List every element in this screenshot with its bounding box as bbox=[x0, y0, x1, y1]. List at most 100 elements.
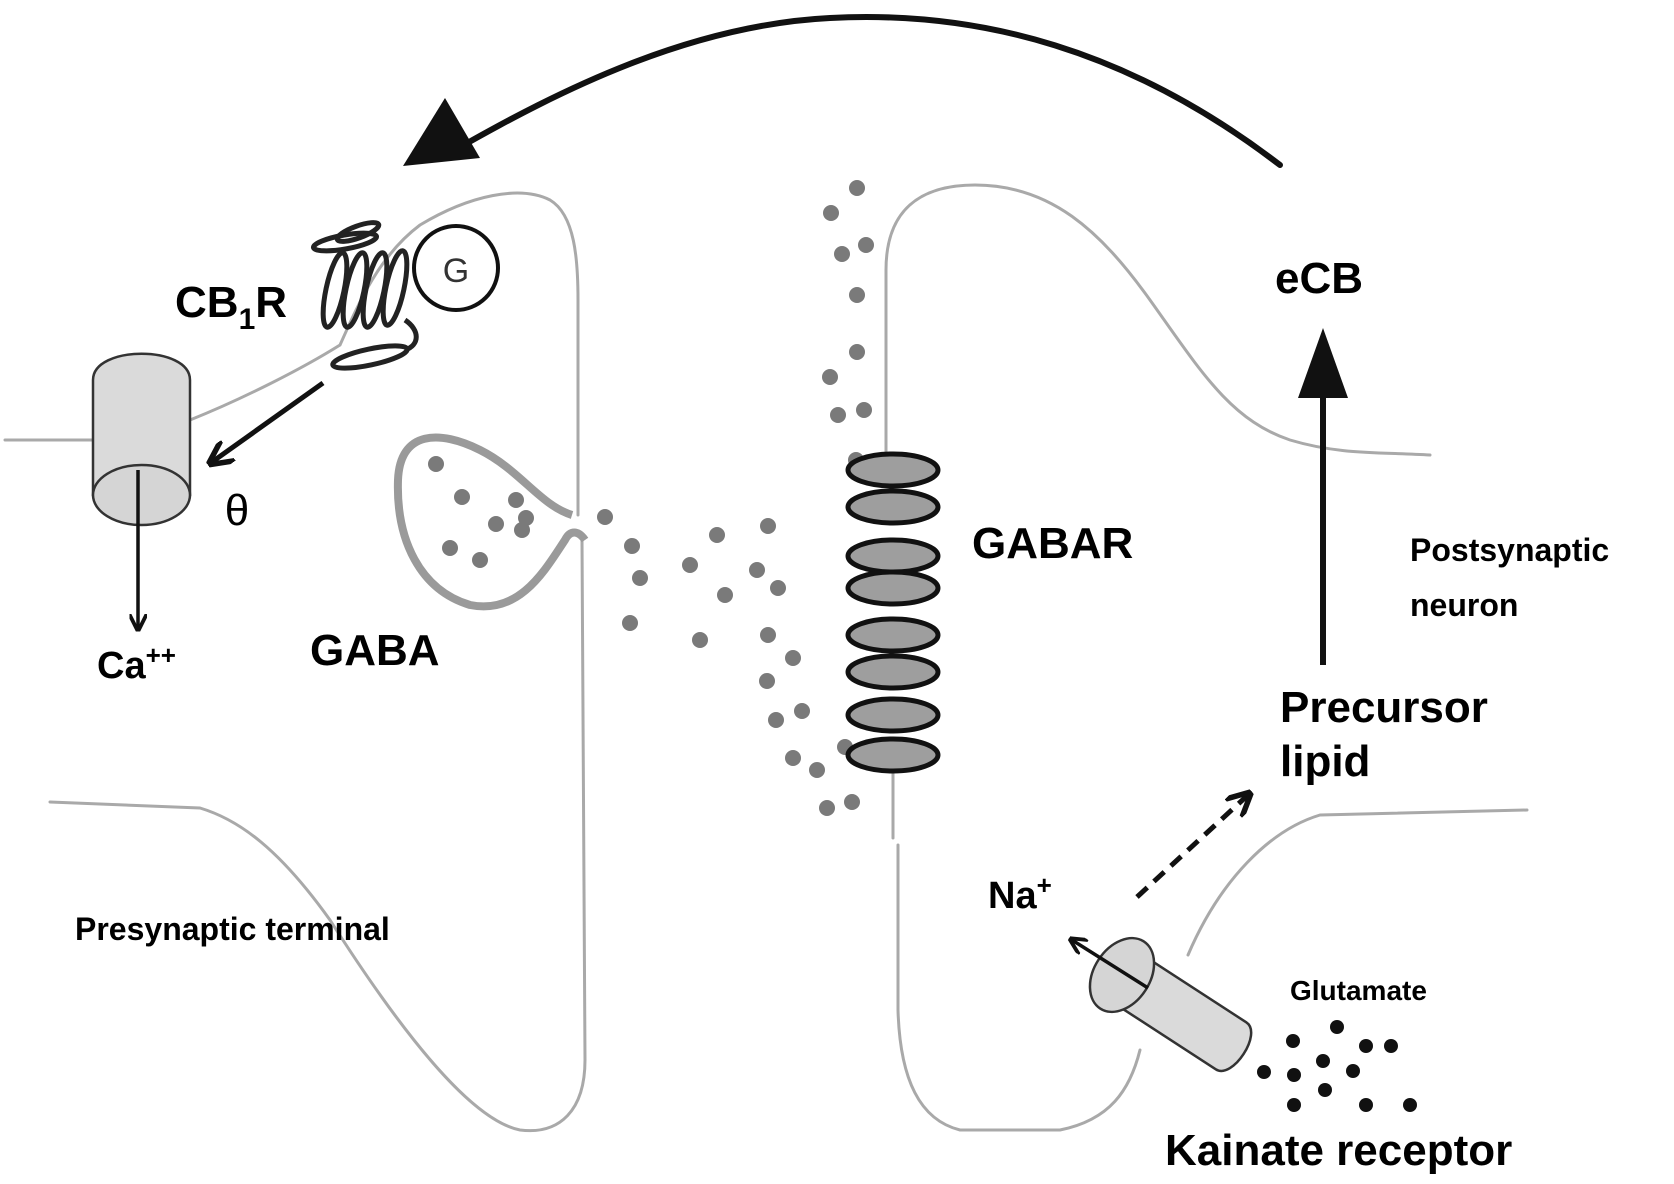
presynaptic-membrane-lower bbox=[48, 538, 587, 1133]
gaba-molecule-cleft bbox=[823, 205, 839, 221]
cb1r-label-tail: R bbox=[255, 278, 287, 327]
g-protein-label: G bbox=[443, 252, 469, 290]
glutamate-molecule bbox=[1346, 1064, 1360, 1078]
gaba-molecule-cleft bbox=[785, 650, 801, 666]
gabar-subunit bbox=[845, 488, 941, 526]
gaba-molecule-cleft bbox=[622, 615, 638, 631]
gaba-molecule-cleft bbox=[794, 703, 810, 719]
gaba-molecule-cleft bbox=[770, 580, 786, 596]
synaptic-vesicle bbox=[393, 433, 589, 611]
gaba-molecule-cleft bbox=[849, 344, 865, 360]
glutamate-molecule bbox=[1316, 1054, 1330, 1068]
gaba-molecule-cleft bbox=[849, 180, 865, 196]
glutamate-molecule bbox=[1359, 1098, 1373, 1112]
glutamate-molecule bbox=[1286, 1034, 1300, 1048]
calcium-channel bbox=[91, 352, 192, 628]
cb1-receptor: G CB1R bbox=[175, 220, 500, 371]
gaba-molecule-cleft bbox=[692, 632, 708, 648]
postsynaptic-label-line1: Postsynaptic bbox=[1410, 532, 1609, 568]
gaba-molecule-cleft bbox=[717, 587, 733, 603]
glutamate-molecule bbox=[1384, 1039, 1398, 1053]
gabar-subunit bbox=[845, 653, 941, 691]
calcium-label-superscript: ++ bbox=[146, 640, 176, 670]
gaba-molecule-cleft bbox=[759, 673, 775, 689]
gaba-molecule-vesicle bbox=[514, 522, 530, 538]
glutamate-label: Glutamate bbox=[1290, 975, 1427, 1006]
cb1r-label: CB1R bbox=[175, 278, 287, 336]
glutamate-molecule bbox=[1287, 1068, 1301, 1082]
precursor-lipid-label-line1: Precursor bbox=[1280, 683, 1488, 732]
gaba-molecule-vesicle bbox=[488, 516, 504, 532]
sodium-label-superscript: + bbox=[1037, 870, 1052, 900]
gaba-molecule-cleft bbox=[849, 287, 865, 303]
presynaptic-membrane-upper bbox=[3, 191, 580, 517]
precursor-lipid-label-line2: lipid bbox=[1280, 737, 1370, 786]
inhibition-symbol: θ bbox=[225, 486, 249, 535]
calcium-label: Ca++ bbox=[97, 640, 176, 687]
gaba-molecule-cleft bbox=[858, 237, 874, 253]
ecb-arrowhead-icon bbox=[1298, 328, 1348, 398]
gaba-molecule-cleft bbox=[760, 627, 776, 643]
gaba-molecule-cleft bbox=[597, 509, 613, 525]
cb1r-label-subscript: 1 bbox=[239, 303, 256, 336]
gabar-subunit bbox=[845, 569, 941, 607]
glutamate-molecule bbox=[1359, 1039, 1373, 1053]
retrograde-arrowhead-icon bbox=[403, 98, 480, 166]
calcium-channel-opening bbox=[91, 463, 192, 527]
gabar-subunit bbox=[845, 537, 941, 575]
gaba-molecule-cleft bbox=[632, 570, 648, 586]
postsynaptic-membrane bbox=[884, 183, 1529, 1132]
gabar-receptor bbox=[845, 451, 941, 774]
gaba-molecule-cleft bbox=[682, 557, 698, 573]
gaba-molecule-cleft bbox=[624, 538, 640, 554]
gaba-molecule-vesicle bbox=[454, 489, 470, 505]
retrograde-arrow-shaft bbox=[452, 14, 1283, 168]
gaba-molecule-cleft bbox=[844, 794, 860, 810]
ecb-release-arrow bbox=[1298, 328, 1348, 665]
gabar-subunit bbox=[845, 616, 941, 654]
g-protein: G bbox=[412, 224, 500, 312]
gaba-molecule-vesicle bbox=[508, 492, 524, 508]
glutamate-molecule bbox=[1287, 1098, 1301, 1112]
gaba-molecule-cleft bbox=[749, 562, 765, 578]
ecb-label: eCB bbox=[1275, 254, 1363, 303]
gaba-molecule-cleft bbox=[830, 407, 846, 423]
postsynaptic-membrane-upper bbox=[884, 183, 1432, 482]
glutamate-molecule bbox=[1257, 1065, 1271, 1079]
sodium-label-main: Na bbox=[988, 875, 1037, 917]
postsynaptic-membrane-lower bbox=[896, 808, 1529, 1132]
calcium-channel-body bbox=[91, 352, 192, 497]
gabar-subunit bbox=[845, 696, 941, 734]
g-protein-icon bbox=[412, 224, 500, 312]
gaba-molecules bbox=[428, 180, 874, 816]
sodium-influx-arrow bbox=[1072, 940, 1149, 990]
gaba-molecule-vesicle bbox=[428, 456, 444, 472]
inhibition-arrow bbox=[212, 380, 325, 462]
glutamate-molecules bbox=[1257, 1020, 1417, 1112]
sodium-label: Na+ bbox=[988, 870, 1052, 917]
precursor-activation-arrow bbox=[1135, 795, 1248, 899]
gaba-molecule-cleft bbox=[768, 712, 784, 728]
gaba-molecule-cleft bbox=[809, 762, 825, 778]
gaba-molecule-cleft bbox=[709, 527, 725, 543]
gaba-molecule-vesicle bbox=[472, 552, 488, 568]
calcium-label-main: Ca bbox=[97, 645, 146, 687]
gaba-molecule-vesicle bbox=[442, 540, 458, 556]
glutamate-molecule bbox=[1330, 1020, 1344, 1034]
gaba-molecule-cleft bbox=[856, 402, 872, 418]
kainate-receptor-channel bbox=[1088, 936, 1253, 1073]
postsynaptic-label-line2: neuron bbox=[1410, 587, 1518, 623]
gabar-subunit bbox=[845, 736, 941, 774]
kainate-receptor-label: Kainate receptor bbox=[1165, 1126, 1512, 1175]
gabar-subunit bbox=[845, 451, 941, 489]
gaba-molecule-cleft bbox=[819, 800, 835, 816]
kainate-channel-opening bbox=[1088, 936, 1156, 1014]
retrograde-arrow bbox=[403, 14, 1283, 168]
gaba-molecule-cleft bbox=[834, 246, 850, 262]
gabar-label: GABAR bbox=[972, 519, 1133, 568]
presynaptic-membrane bbox=[3, 191, 589, 1133]
gaba-molecule-cleft bbox=[760, 518, 776, 534]
presynaptic-terminal-label: Presynaptic terminal bbox=[75, 911, 390, 947]
gaba-label: GABA bbox=[310, 626, 440, 675]
